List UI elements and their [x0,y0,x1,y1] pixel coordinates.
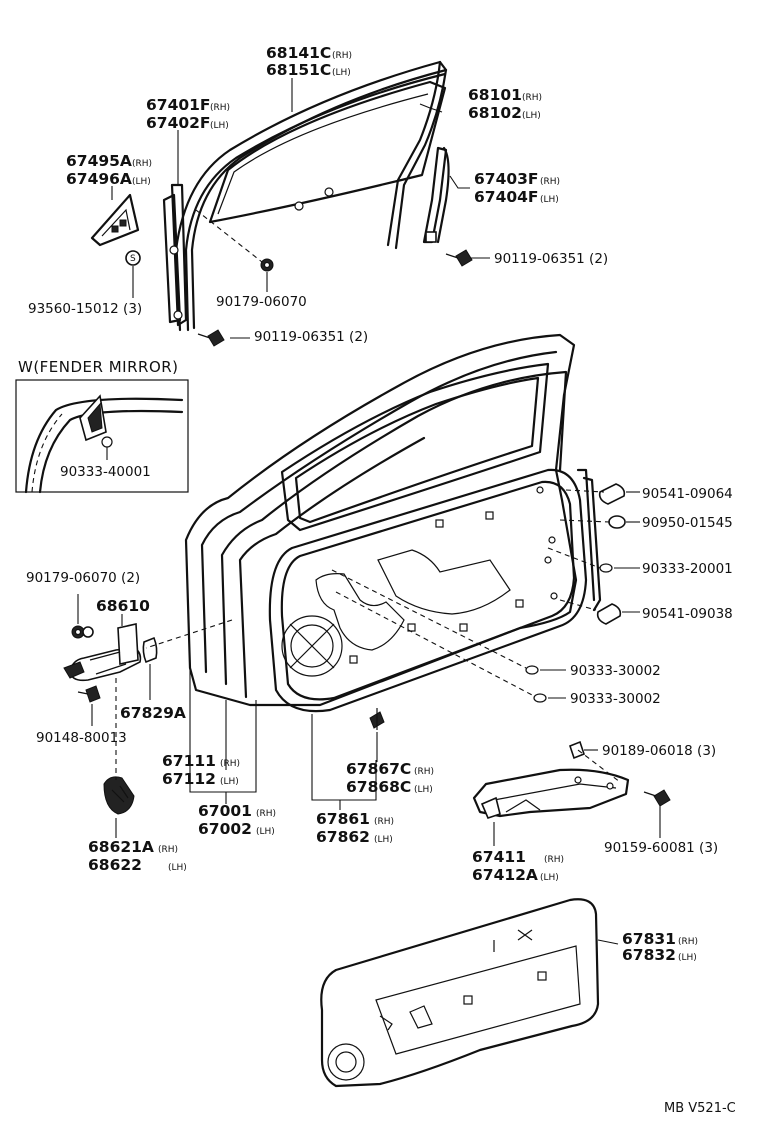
part-label: 90950-01545 [642,515,733,531]
svg-text:(LH): (LH) [414,785,433,795]
hole-plug-icon [533,693,547,703]
cushion-icon [596,603,622,625]
part-label: 90148-80013 [36,730,127,746]
bolt-icon [71,625,94,639]
part-label: 90189-06018 (3) [602,743,716,759]
svg-text:(LH): (LH) [332,68,351,78]
part-label: 68141C [266,44,331,62]
svg-text:(LH): (LH) [522,111,541,121]
part-label: 67111 [162,752,216,770]
window-regulator [472,740,671,819]
part-label: 67862 [316,828,370,846]
part-label: 68101 [468,86,522,104]
svg-text:(RH): (RH) [374,817,394,827]
diagram-code: MB V521-C [664,1101,736,1116]
part-label: 67403F [474,170,539,188]
part-label: 67867C [346,760,411,778]
part-label: 67401F [146,96,211,114]
part-label: 90333-20001 [642,561,733,577]
door-trim-clip [369,708,385,730]
plug-icon [608,515,626,529]
door-shell [184,333,578,707]
part-label: 67412A [472,866,538,884]
door-trim-board [320,898,600,1088]
svg-text:(RH): (RH) [414,767,434,777]
pad-icon [142,636,158,664]
clip-s-icon: S [125,250,141,266]
screw-icon [77,685,101,703]
svg-text:(LH): (LH) [540,873,559,883]
svg-text:(RH): (RH) [132,159,152,169]
part-label: 67404F [474,188,539,206]
hole-plug-icon [525,665,539,675]
svg-text:(LH): (LH) [132,177,151,187]
door-check [63,623,142,682]
part-label: 90119-06351 (2) [494,251,608,267]
part-label: 67831 [622,930,676,948]
svg-text:(LH): (LH) [678,953,697,963]
svg-text:(LH): (LH) [374,835,393,845]
svg-text:(LH): (LH) [220,777,239,787]
part-label: 67496A [66,170,132,188]
part-label: 90541-09064 [642,486,733,502]
part-label: 67112 [162,770,216,788]
part-label: 67868C [346,778,411,796]
svg-text:(LH): (LH) [256,827,275,837]
part-label: 67002 [198,820,252,838]
svg-text:S: S [130,254,136,264]
inset-title: W(FENDER MIRROR) [18,358,179,376]
part-label: 93560-15012 (3) [28,301,142,317]
svg-text:(RH): (RH) [220,759,240,769]
bolt-icon [260,258,274,272]
part-label: 67861 [316,810,370,828]
front-lower-frame [162,183,188,327]
part-label: 68610 [96,597,150,615]
svg-text:(RH): (RH) [522,93,542,103]
part-label: 68622 [88,856,142,874]
delta-cover [90,193,140,247]
part-label: 90179-06070 (2) [26,570,140,586]
part-label: 68621A [88,838,154,856]
inset-fender-mirror [15,379,189,494]
part-label: 67832 [622,946,676,964]
svg-text:(RH): (RH) [210,103,230,113]
part-label: 67001 [198,802,252,820]
door-flange [576,468,602,612]
svg-text:(RH): (RH) [540,177,560,187]
part-label: 68151C [266,61,331,79]
part-label: 90333-30002 [570,691,661,707]
cushion-icon [598,483,626,505]
bolt-icon [197,329,225,347]
part-label: 67829A [120,704,186,722]
part-label: 67411 [472,848,526,866]
svg-text:(RH): (RH) [256,809,276,819]
part-label: 68102 [468,104,522,122]
hole-plug-icon [599,563,613,573]
part-label: 90541-09038 [642,606,733,622]
rear-lower-frame [422,146,450,244]
part-label: 67402F [146,114,211,132]
svg-text:(RH): (RH) [332,51,352,61]
part-label: 90333-40001 [60,464,151,480]
part-label: 90159-60081 (3) [604,840,718,856]
leader-lines [77,78,661,945]
svg-text:(RH): (RH) [544,855,564,865]
door-check-arm [103,776,135,815]
inner-door-panel [268,468,588,713]
svg-text:(RH): (RH) [678,937,698,947]
bolt-icon [445,249,473,267]
svg-text:(RH): (RH) [158,845,178,855]
svg-text:(LH): (LH) [540,195,559,205]
part-label: 90119-06351 (2) [254,329,368,345]
part-label: 90179-06070 [216,294,307,310]
svg-text:(LH): (LH) [168,863,187,873]
svg-text:(LH): (LH) [210,121,229,131]
part-label: 67495A [66,152,132,170]
part-label: 90333-30002 [570,663,661,679]
